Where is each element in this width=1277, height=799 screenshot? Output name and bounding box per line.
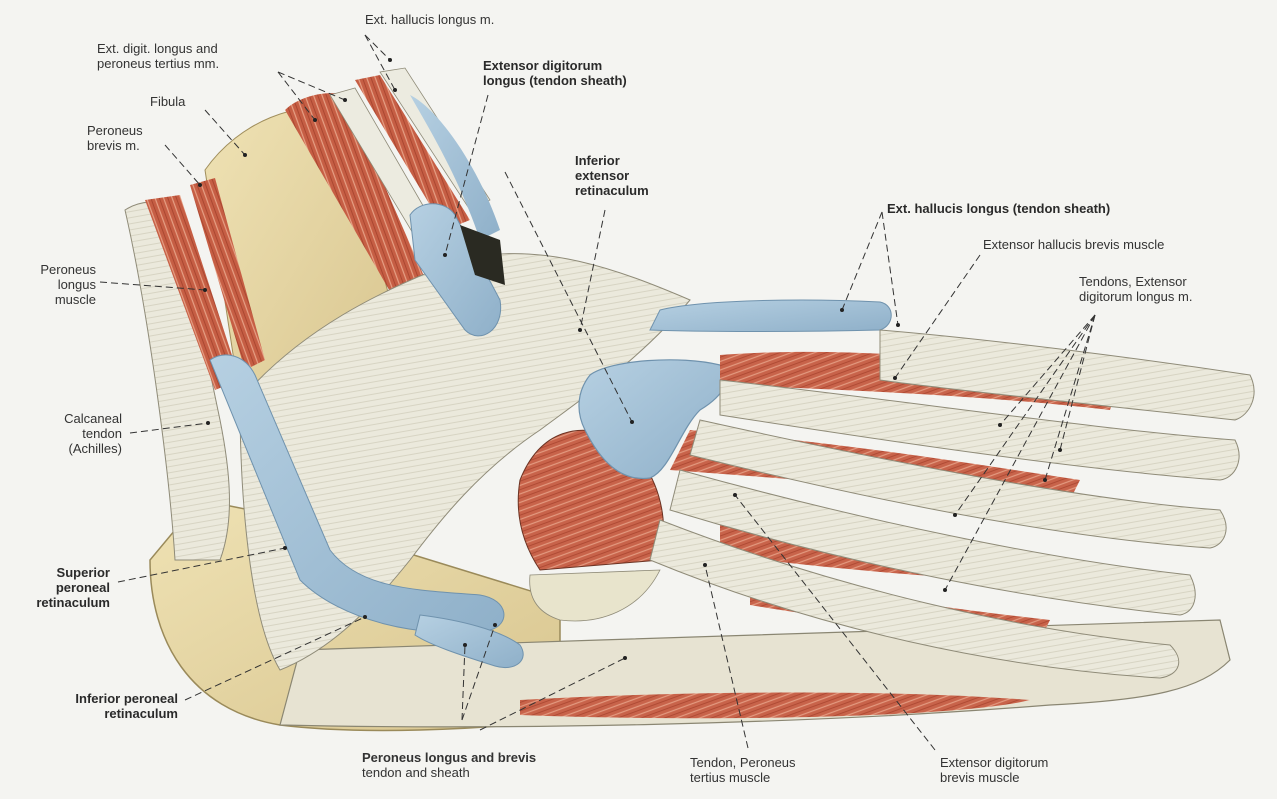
peroneus-brevis-muscle-shape: [190, 178, 265, 370]
leader-calcaneal-tendon: [129, 422, 209, 434]
leader-peroneus-sheath-c-dot: [623, 656, 627, 660]
leader-peroneus-sheath-c: [479, 657, 626, 731]
toe-4: [669, 469, 1196, 616]
leader-ext-hallucis-longus-m: [364, 34, 391, 61]
leader-ext-hallucis-longus-m-dot: [388, 58, 392, 62]
peroneus-longus-muscle-shape: [145, 195, 240, 390]
leader-fibula: [204, 109, 246, 156]
leader-ehb: [894, 254, 981, 379]
leader-peroneus-tertius-dot: [703, 563, 707, 567]
leader-edl-tendons-3-dot: [943, 588, 947, 592]
leader-ehl-sheath-a-dot: [840, 308, 844, 312]
leader-edl-tendons-2-dot: [953, 513, 957, 517]
leader-edb-2-dot: [630, 420, 634, 424]
leader-ext-digit-longus-b: [277, 71, 346, 101]
edl-sheath-dark: [460, 225, 505, 285]
leader-peroneus-brevis: [164, 144, 201, 186]
label-ext-hallucis-longus-m: Ext. hallucis longus m.: [365, 12, 495, 27]
fat-pad: [529, 569, 661, 622]
leader-peroneus-longus: [99, 281, 206, 291]
leader-peroneus-sheath-a-dot: [463, 643, 467, 647]
leader-superior-peroneal: [117, 547, 286, 583]
edl-sheath-upper: [409, 203, 502, 337]
leader-edl-tendons-1-dot: [998, 423, 1002, 427]
leader-inferior-extensor: [579, 209, 606, 331]
leader-inferior-extensor-dot: [578, 328, 582, 332]
leader-edl-tendons-2: [954, 314, 1096, 516]
peroneal-sheath-lower: [414, 614, 524, 668]
leader-inferior-peroneal: [184, 616, 366, 701]
leader-peroneus-sheath-b-dot: [493, 623, 497, 627]
leader-edb-2: [504, 171, 633, 423]
leader-edl-sheath: [444, 94, 489, 256]
ehl-sheath: [649, 299, 892, 332]
leader-ext-hallucis-longus-m-dot: [393, 88, 397, 92]
leader-ehl-sheath-b-dot: [896, 323, 900, 327]
ext-hallucis-longus-muscle: [355, 75, 470, 230]
leader-peroneus-longus-dot: [203, 288, 207, 292]
toe-3: [689, 419, 1227, 549]
leader-superior-peroneal-dot: [283, 546, 287, 550]
label-fibula: Fibula: [150, 94, 186, 109]
label-ext-hallucis-longus-sheath: Ext. hallucis longus (tendon sheath): [887, 201, 1111, 216]
toe-2: [719, 379, 1240, 481]
leader-edl-tendons-5: [1059, 314, 1096, 451]
leader-edb-dot: [733, 493, 737, 497]
leader-ext-digit-longus-b-dot: [343, 98, 347, 102]
leader-edb: [734, 494, 936, 751]
leader-edl-tendons-3: [944, 314, 1096, 591]
label-extensor-hallucis-brevis: Extensor hallucis brevis muscle: [983, 237, 1165, 252]
leader-edl-tendons-4: [1044, 314, 1096, 481]
leader-edl-tendons-5-dot: [1058, 448, 1062, 452]
leader-peroneus-sheath-b: [461, 624, 496, 721]
leader-calcaneal-tendon-dot: [206, 421, 210, 425]
leader-ehb-dot: [893, 376, 897, 380]
leader-inferior-peroneal-dot: [363, 615, 367, 619]
leader-ehl-sheath-b: [881, 211, 899, 326]
leader-ext-digit-longus-a: [277, 71, 316, 121]
leader-peroneus-sheath-a: [461, 644, 466, 721]
leader-edl-tendons-4-dot: [1043, 478, 1047, 482]
leader-edl-sheath-dot: [443, 253, 447, 257]
tibialis-sheath: [410, 95, 500, 240]
leader-peroneus-tertius: [704, 564, 749, 749]
toe-5: [649, 519, 1180, 679]
leader-peroneus-brevis-dot: [198, 183, 202, 187]
leader-ext-digit-longus-a-dot: [313, 118, 317, 122]
ext-digit-longus-muscle: [285, 93, 430, 300]
leader-ehl-sheath-a: [841, 211, 883, 311]
leader-fibula-dot: [243, 153, 247, 157]
peroneal-sheath: [209, 354, 505, 633]
toe-1: [879, 329, 1255, 421]
abductor-muscle: [520, 692, 1030, 719]
leader-lines: [99, 34, 1096, 751]
leader-edl-tendons-1: [999, 314, 1096, 426]
